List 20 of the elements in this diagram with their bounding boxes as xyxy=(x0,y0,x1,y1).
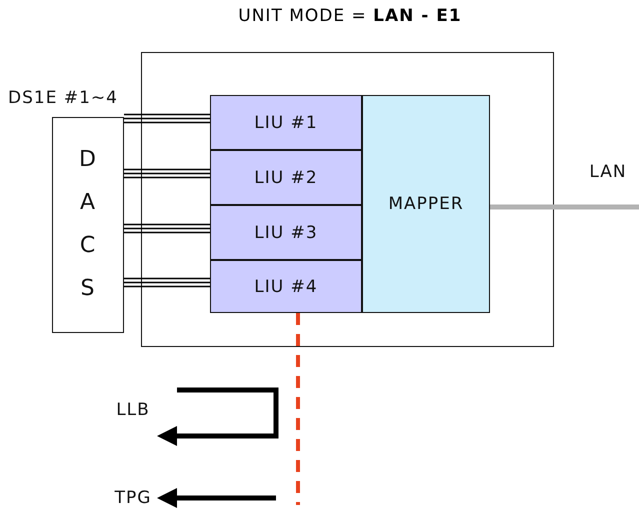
dacs-box: D A C S xyxy=(52,117,124,333)
signal-label: DS1E #1~4 xyxy=(8,87,119,110)
liu-box: LIU #4 xyxy=(210,260,362,313)
mapper-box: MAPPER xyxy=(362,95,490,313)
arrow xyxy=(157,488,276,508)
liu-box: LIU #2 xyxy=(210,150,362,205)
line-bundle xyxy=(123,168,211,178)
liu-box: LIU #3 xyxy=(210,205,362,260)
test-pattern-label: TPG xyxy=(100,484,166,510)
liu-box: LIU #1 xyxy=(210,95,362,150)
line-bundle xyxy=(123,278,211,288)
connector-line xyxy=(490,204,639,210)
unit-box xyxy=(141,52,554,347)
diagram-title: UNIT MODE = LAN - E1 xyxy=(237,6,463,28)
port-label: LAN xyxy=(580,158,636,186)
line-bundle xyxy=(123,224,211,234)
loopback-arrow xyxy=(157,388,278,446)
loopback-label: LLB xyxy=(100,396,166,424)
dashed-line xyxy=(296,313,300,505)
line-bundle xyxy=(123,114,211,124)
